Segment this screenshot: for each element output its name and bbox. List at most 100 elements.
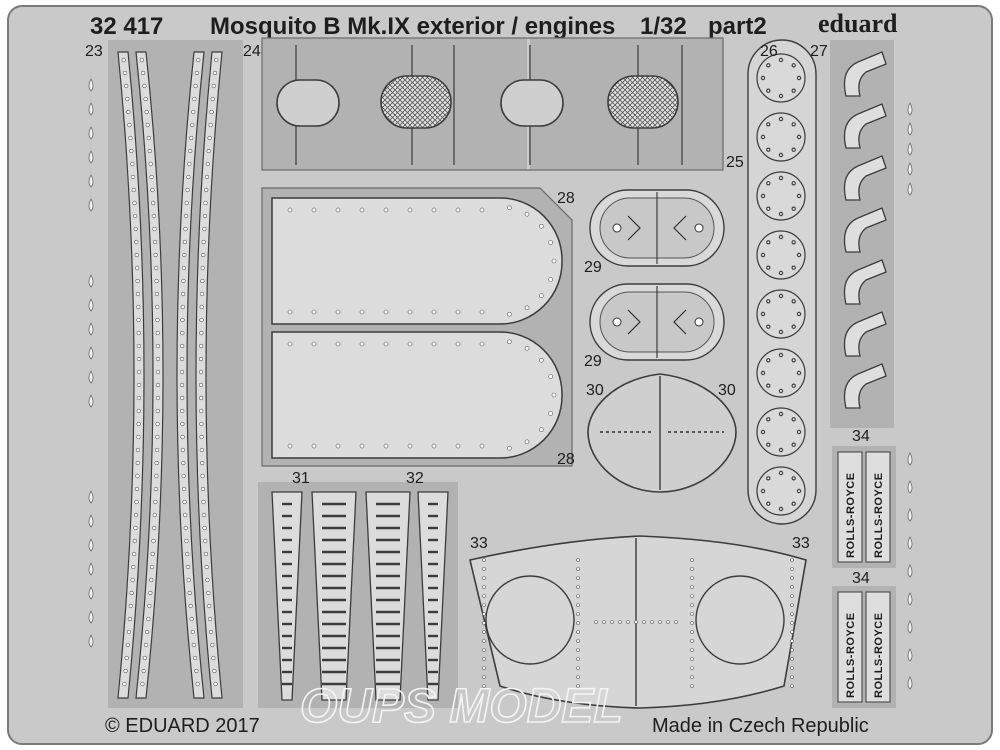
rivet [192, 96, 197, 102]
disc-rivet [791, 63, 796, 68]
rivet [136, 343, 141, 349]
part-number-34-top: 34 [852, 428, 870, 445]
disc-rivet [760, 193, 766, 199]
rivet [199, 304, 204, 310]
panel-rivet [335, 341, 341, 347]
rivet [188, 603, 193, 609]
part-number-34-bottom: 34 [852, 570, 870, 587]
panel-rivet [507, 205, 512, 211]
rivet [193, 655, 198, 661]
disc-rivet [778, 293, 784, 299]
cowl-rivet [790, 684, 794, 688]
rivet [186, 577, 191, 583]
rivet [211, 655, 216, 661]
drop-rivet [907, 452, 913, 466]
cowl-rivet [482, 675, 486, 679]
rivet [185, 564, 191, 570]
rivet [134, 252, 139, 258]
drop-rivet [907, 620, 913, 634]
rivet [155, 356, 161, 362]
cowl-rivet [576, 684, 580, 688]
disc-rivet [760, 75, 766, 81]
disc-rivet [766, 442, 771, 447]
rivet [185, 187, 190, 193]
rivet [155, 382, 161, 388]
rivet [155, 369, 161, 375]
rivet [206, 590, 211, 596]
panel-rivet [455, 207, 461, 213]
cowl-rivet [634, 620, 638, 624]
panel-rivet [311, 207, 317, 213]
cowl-rivet [790, 657, 794, 661]
disc-rivet [778, 352, 784, 358]
rivet [136, 434, 141, 440]
disc-rivet [760, 252, 766, 258]
disc-rivet [760, 370, 766, 376]
panel-rivet [311, 309, 317, 315]
rivet [142, 83, 147, 89]
rivet [153, 252, 158, 258]
drop-rivet [907, 142, 913, 156]
disc-rivet [766, 324, 771, 329]
cowl-rivet [790, 576, 794, 580]
disc-rivet [778, 93, 784, 99]
rivet [199, 447, 204, 453]
disc-rivet [778, 116, 784, 122]
rivet [131, 187, 136, 193]
rivet [155, 408, 160, 414]
panel-rivet [287, 309, 293, 315]
drop-rivet [88, 586, 94, 600]
cowl-rivet [576, 576, 580, 580]
cowl-rivet [576, 594, 580, 598]
disc-rivet [791, 206, 796, 211]
rivet [140, 681, 145, 687]
drop-rivets-left [88, 78, 94, 648]
drop-rivet [88, 102, 94, 116]
drop-rivet [907, 564, 913, 578]
cowl-rivet [594, 620, 598, 624]
drop-rivets-right [907, 102, 913, 690]
rivet [198, 382, 204, 388]
panel-rivet [431, 443, 437, 449]
rivet [142, 655, 147, 661]
rivet [136, 421, 141, 427]
product-code: 32 417 [90, 13, 163, 40]
panel-rivet [539, 293, 544, 299]
disc-rivet [796, 429, 802, 435]
part-number-27: 27 [810, 43, 828, 60]
rivet [132, 551, 137, 557]
disc-rivet [778, 152, 784, 158]
rivet [135, 265, 140, 271]
rivet [155, 421, 160, 427]
drop-rivet [88, 370, 94, 384]
rivet [134, 499, 139, 505]
drop-rivet [907, 508, 913, 522]
cowl-rivet [482, 648, 486, 652]
cowl-rivet [790, 558, 794, 562]
rivet [202, 525, 207, 531]
rivet [191, 109, 196, 115]
cowl-rivet [576, 612, 580, 616]
fret-scale: 1/32 [640, 13, 687, 40]
rivet [195, 681, 200, 687]
rivet [124, 655, 129, 661]
rivet [184, 538, 189, 544]
rivet [196, 57, 201, 63]
cowl-rivet [482, 603, 486, 607]
cowl-rivet [482, 684, 486, 688]
part-25-26-disc-column [747, 39, 817, 525]
panel-rivet [359, 341, 365, 347]
disc-rivet [766, 476, 771, 481]
rivet [155, 343, 160, 349]
rivet [135, 278, 140, 284]
rivet [180, 408, 185, 414]
disc-rivet [791, 501, 796, 506]
rivet [152, 525, 157, 531]
rivet [181, 473, 186, 479]
part-number-25: 25 [726, 154, 744, 171]
disc-rivet [766, 299, 771, 304]
cowl-rivet [482, 639, 486, 643]
rivet [206, 148, 211, 154]
disc-rivet [760, 134, 766, 140]
cowl-rivet [790, 603, 794, 607]
